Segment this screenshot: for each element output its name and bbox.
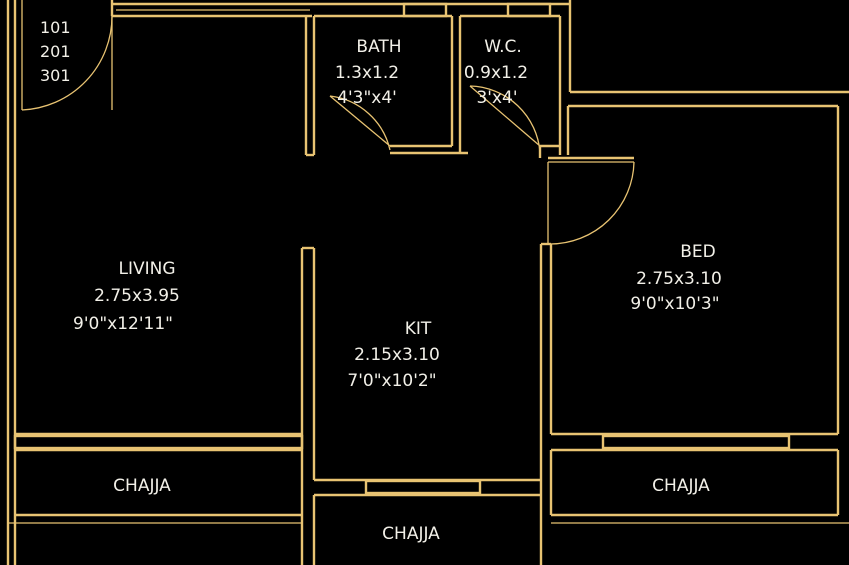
bed-door-swing <box>549 161 635 245</box>
wc-vent <box>506 2 552 18</box>
kitchen-size-ft: 7'0"x10'2" <box>347 371 436 391</box>
bath-size-m: 1.3x1.2 <box>335 63 399 83</box>
wc-name: W.C. <box>484 37 522 57</box>
unit-number-3: 301 <box>40 66 71 85</box>
wc-door-leaf <box>469 85 541 147</box>
chajja-center-label: CHAJJA <box>382 524 440 544</box>
bath-door-swing <box>329 95 391 151</box>
living-window <box>13 434 304 450</box>
bed-size-ft: 9'0"x10'3" <box>630 294 719 314</box>
bed-name: BED <box>680 242 716 262</box>
unit-number-2: 201 <box>40 42 71 61</box>
bath-vent <box>402 2 448 18</box>
entry-door-swing <box>21 15 113 111</box>
walls <box>6 0 849 565</box>
wc-door-swing <box>469 85 541 153</box>
wc-size-m: 0.9x1.2 <box>464 63 528 83</box>
bed-size-m: 2.75x3.10 <box>636 269 722 289</box>
unit-number-1: 101 <box>40 18 71 37</box>
bed-window <box>601 434 791 450</box>
living-size-m: 2.75x3.95 <box>94 286 180 306</box>
living-size-ft: 9'0"x12'11" <box>73 314 173 334</box>
chajja-right-label: CHAJJA <box>652 476 710 496</box>
bath-name: BATH <box>356 37 401 57</box>
doors <box>21 15 635 245</box>
living-name: LIVING <box>118 259 175 279</box>
bath-size-ft: 4'3"x4' <box>337 88 397 108</box>
labels: 101 201 301 BATH 1.3x1.2 4'3"x4' W.C. 0.… <box>40 18 722 544</box>
kitchen-name: KIT <box>405 319 432 339</box>
wc-size-ft: 3'x4' <box>476 88 517 108</box>
kit-window <box>364 479 482 495</box>
kitchen-size-m: 2.15x3.10 <box>354 345 440 365</box>
chajja-left-label: CHAJJA <box>113 476 171 496</box>
bath-door-leaf <box>329 95 391 147</box>
